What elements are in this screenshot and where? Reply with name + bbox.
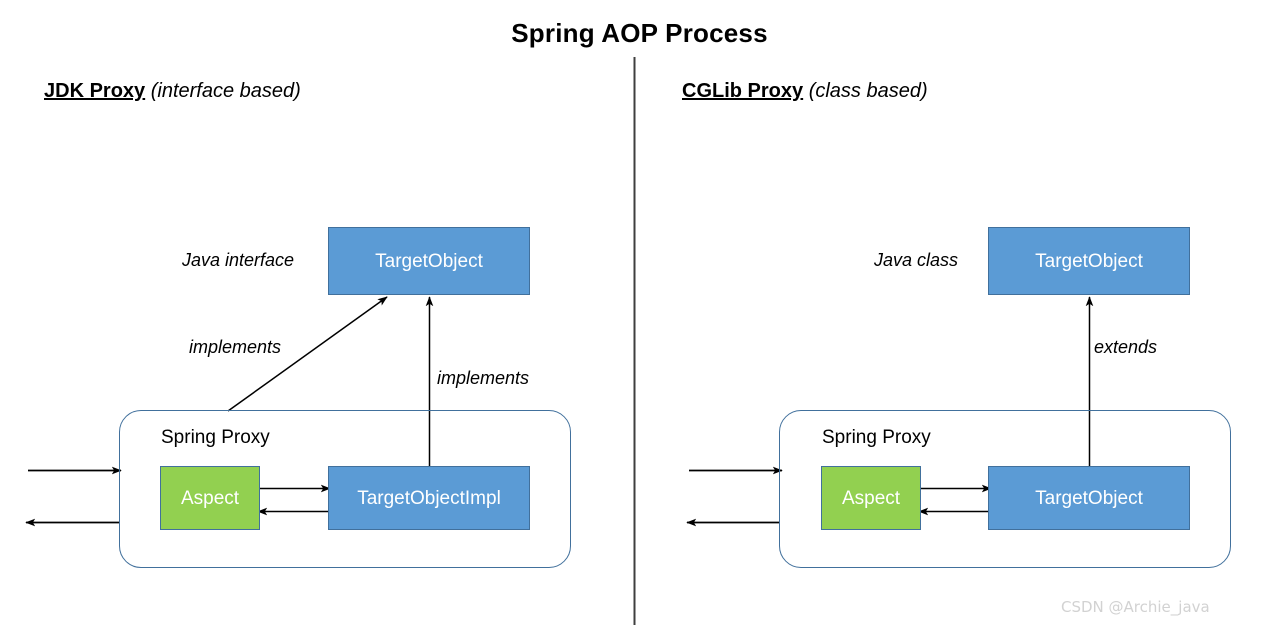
node-target-object-right: TargetObject [988, 227, 1190, 295]
spring-proxy-container-right [779, 410, 1231, 568]
node-target-object-impl: TargetObjectImpl [328, 466, 530, 530]
node-target-object-inner-right-label: TargetObject [1035, 487, 1143, 509]
node-target-object-impl-label: TargetObjectImpl [357, 487, 501, 509]
node-target-object-left: TargetObject [328, 227, 530, 295]
node-target-object-right-label: TargetObject [1035, 250, 1143, 272]
section-heading-jdk-italic: (interface based) [150, 80, 301, 102]
node-aspect-right: Aspect [821, 466, 921, 530]
label-implements-diagonal: implements [189, 337, 282, 357]
section-heading-jdk: JDK Proxy (interface based) [44, 80, 301, 103]
page-title: Spring AOP Process [511, 18, 768, 48]
section-heading-cglib: CGLib Proxy (class based) [682, 80, 928, 103]
label-implements-vertical: implements [437, 368, 530, 388]
node-target-object-inner-right: TargetObject [988, 466, 1190, 530]
spring-proxy-container-left [119, 410, 571, 568]
label-java-class: Java class [874, 250, 959, 270]
watermark: CSDN @Archie_java [1061, 598, 1210, 616]
spring-proxy-label-left: Spring Proxy [161, 427, 270, 448]
node-aspect-left: Aspect [160, 466, 260, 530]
section-heading-cglib-italic: (class based) [808, 80, 928, 102]
label-java-interface: Java interface [182, 250, 295, 270]
section-heading-jdk-strong: JDK Proxy [44, 80, 146, 102]
node-aspect-right-label: Aspect [841, 487, 901, 509]
spring-proxy-label-right: Spring Proxy [822, 427, 931, 448]
section-heading-cglib-strong: CGLib Proxy [682, 80, 804, 102]
node-aspect-left-label: Aspect [180, 487, 240, 509]
node-target-object-left-label: TargetObject [375, 250, 483, 272]
label-extends: extends [1094, 337, 1158, 357]
